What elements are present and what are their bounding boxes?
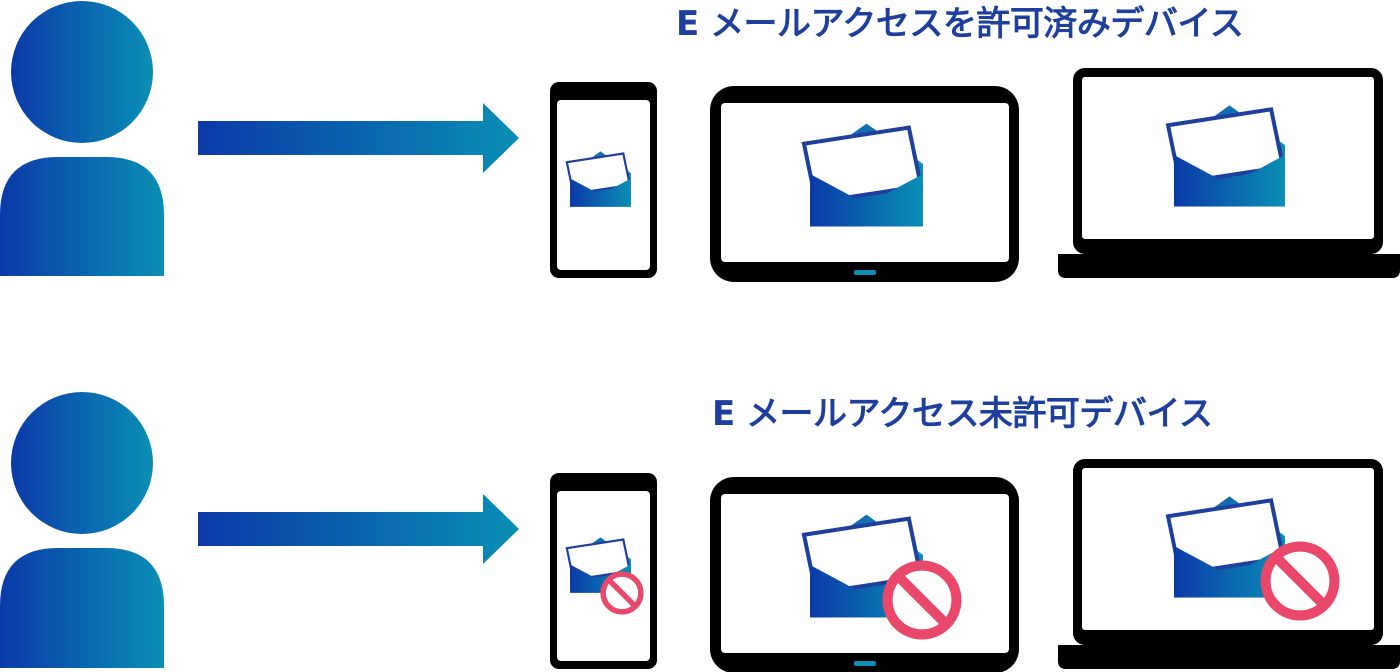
- person-icon: [0, 1, 164, 276]
- denied-devices-title: E メールアクセス未許可デバイス: [712, 394, 1213, 434]
- person-icon: [0, 392, 164, 668]
- prohibition-icon: [1266, 547, 1335, 616]
- envelope-icon: [804, 124, 923, 227]
- prohibition-icon: [603, 574, 641, 612]
- arrow-right-icon: [198, 494, 519, 564]
- envelope-icon: [1168, 105, 1285, 206]
- envelope-icon: [565, 150, 633, 208]
- prohibition-icon: [888, 566, 957, 635]
- allowed-devices-title: E メールアクセスを許可済みデバイス: [676, 4, 1244, 44]
- arrow-right-icon: [198, 103, 519, 173]
